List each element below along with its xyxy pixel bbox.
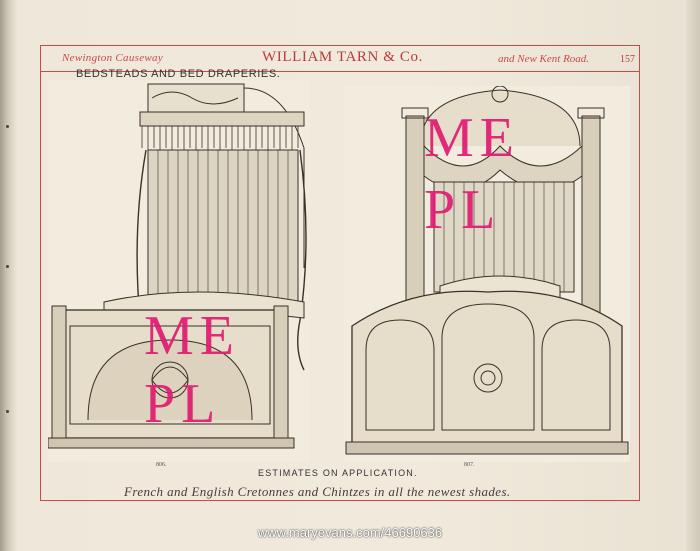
header-rule <box>40 71 640 72</box>
header-company-name: WILLIAM TARN & Co. <box>262 49 423 65</box>
book-spine-shadow <box>0 0 18 551</box>
page-number: 157 <box>620 54 635 65</box>
estimates-notice: ESTIMATES ON APPLICATION. <box>258 468 418 478</box>
figure-number-807: 807. <box>464 462 475 468</box>
bedstead-illustration-806 <box>47 80 310 462</box>
header-left-address: Newington Causeway <box>62 52 164 64</box>
header-right-address: and New Kent Road. <box>498 53 590 65</box>
watermark-right-line1: ME <box>424 107 520 169</box>
bedstead-illustration-807 <box>344 85 630 462</box>
page-border <box>40 45 640 501</box>
section-title: BEDSTEADS AND BED DRAPERIES. <box>76 68 281 80</box>
figure-number-806: 806. <box>156 462 167 468</box>
bedstead-807-drawing <box>345 85 629 455</box>
watermark-left-line2: PL <box>144 373 222 435</box>
fabric-tagline: French and English Cretonnes and Chintze… <box>124 484 511 499</box>
watermark-left-line1: ME <box>144 305 240 367</box>
page-edge <box>686 0 700 551</box>
source-url-footer: www.maryevans.com/46690636 <box>257 525 443 540</box>
bedstead-806-drawing <box>47 83 307 449</box>
watermark-right-line2: PL <box>424 179 502 241</box>
